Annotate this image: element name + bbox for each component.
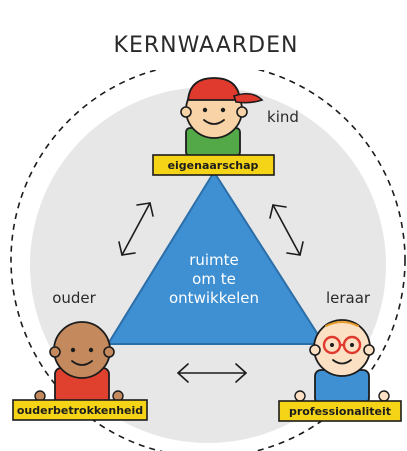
badge-ouderbetrokkenheid	[12, 399, 148, 421]
teacher-with-glasses-icon	[294, 319, 390, 405]
double-arrow-bottom-icon	[177, 363, 247, 383]
badge-professionaliteit-label: professionaliteit	[289, 405, 391, 418]
center-triangle	[107, 171, 325, 345]
role-label-ouder: ouder	[52, 289, 96, 307]
center-text-line2: om te	[192, 270, 236, 288]
double-arrow-right-icon	[269, 204, 304, 256]
badge-ouderbetrokkenheid-label: ouderbetrokkenheid	[17, 404, 143, 417]
double-arrow-left-icon	[118, 202, 154, 256]
diagram-title: KERNWAARDEN	[114, 33, 299, 58]
role-label-kind: kind	[267, 108, 299, 126]
role-label-leraar: leraar	[326, 289, 371, 307]
badge-eigenaarschap	[152, 154, 275, 176]
title-gap	[118, 20, 294, 70]
center-text-line3: ontwikkelen	[169, 289, 259, 307]
badge-professionaliteit	[278, 400, 402, 422]
center-text-line1: ruimte	[189, 251, 239, 269]
parent-icon	[34, 321, 124, 405]
badge-eigenaarschap-label: eigenaarschap	[168, 159, 259, 172]
